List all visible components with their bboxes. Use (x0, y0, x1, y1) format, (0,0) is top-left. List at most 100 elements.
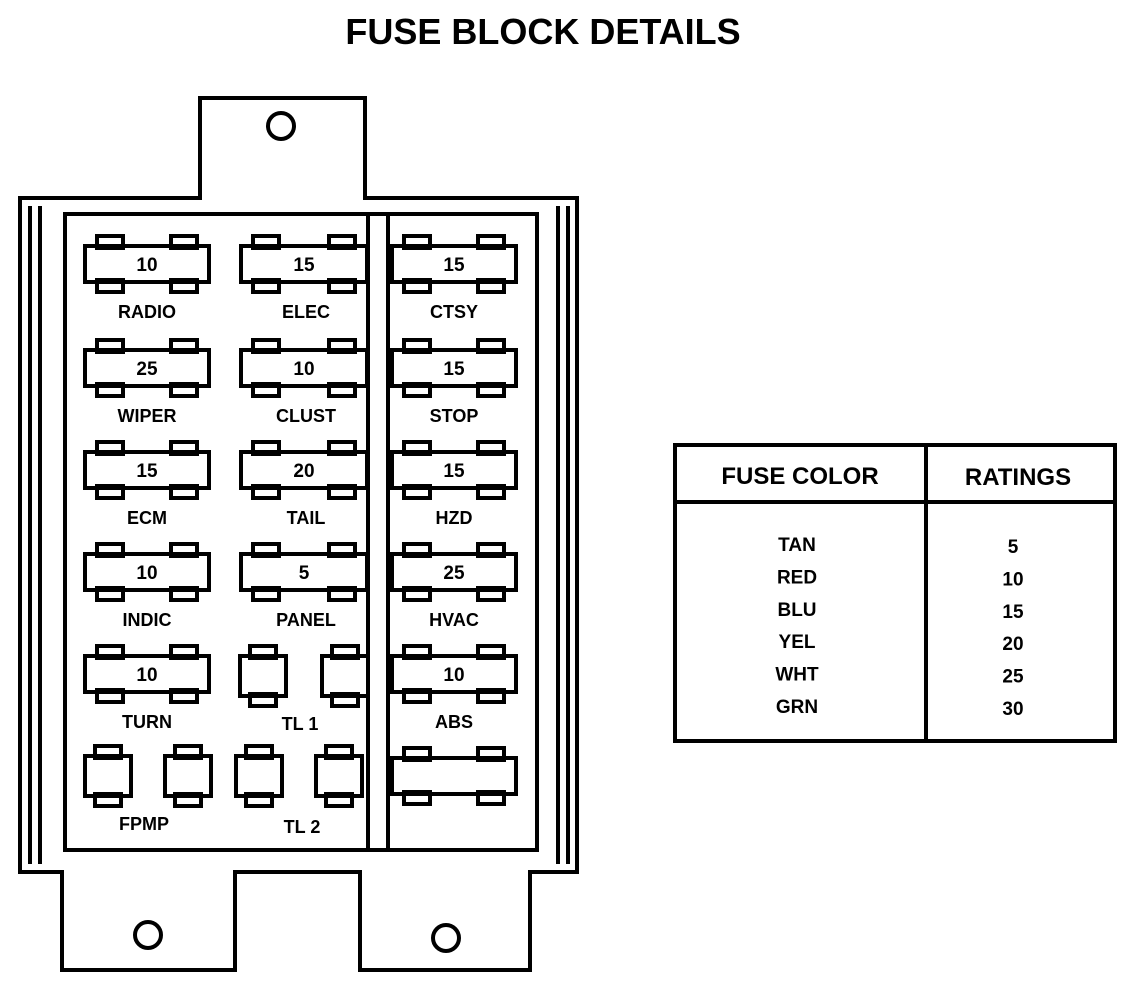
fuse-rating: 5 (299, 563, 310, 584)
fuse-body (390, 348, 518, 388)
page-title: FUSE BLOCK DETAILS (345, 11, 740, 52)
mounting-hole-top (266, 111, 296, 141)
fuse-label: INDIC (123, 610, 172, 630)
fuse-label: HVAC (429, 610, 479, 630)
fuse-block-housing (18, 96, 579, 972)
fuse-body (239, 348, 369, 388)
mounting-hole-bottom-right (431, 923, 461, 953)
rating-cell: 30 (1002, 699, 1023, 720)
fuse-label: RADIO (118, 302, 176, 322)
relay-sockets: TL 1 TL 2 FPMP (83, 644, 518, 837)
rating-cell: 5 (1008, 537, 1019, 558)
fuse-label: ABS (435, 712, 473, 732)
rating-cell: 10 (1002, 569, 1023, 590)
fuse-color-cell: WHT (775, 665, 819, 686)
fuse-body (239, 552, 369, 592)
fuse-body (83, 654, 211, 694)
fuse-rating: 10 (293, 359, 314, 380)
fuse-body (239, 244, 369, 284)
fuse-label: TAIL (287, 508, 326, 528)
relay-fpmp: FPMP (83, 744, 213, 834)
relay-label: FPMP (119, 814, 169, 834)
fuse-rating: 15 (443, 461, 465, 482)
relay-body (83, 754, 133, 798)
fuse-body (83, 552, 211, 592)
relay-label: TL 1 (282, 714, 319, 734)
table-border (673, 443, 1117, 743)
fuse-label: ECM (127, 508, 167, 528)
relay-body (234, 754, 284, 798)
fuse-body (83, 244, 211, 284)
relay-body (238, 654, 288, 698)
fuse-label: TURN (122, 712, 172, 732)
fuse-label: STOP (430, 406, 479, 426)
relay-tl1: TL 1 (238, 644, 370, 734)
rating-cell: 15 (1002, 602, 1024, 623)
header-ratings: RATINGS (965, 464, 1071, 491)
fuse-rating: 10 (136, 563, 157, 584)
fuse-label: CTSY (430, 302, 478, 322)
fuse-label: CLUST (276, 406, 336, 426)
fuse-rating: 10 (136, 665, 157, 686)
table-row: TAN 5 (778, 535, 1019, 558)
fuse-body (83, 348, 211, 388)
fuse-body (239, 450, 369, 490)
rating-cell: 20 (1002, 634, 1023, 655)
table-row: BLU 15 (777, 600, 1024, 623)
fuse-label: HZD (436, 508, 473, 528)
fuse-rating: 20 (293, 461, 314, 482)
fuse-slot-empty (390, 746, 518, 806)
header-fuse-color: FUSE COLOR (721, 463, 878, 490)
fuse-slots: 10RADIO15ELEC15CTSY25WIPER10CLUST15STOP1… (83, 234, 518, 732)
fuse-rating: 15 (443, 255, 465, 276)
relay-body (314, 754, 364, 798)
table-row: YEL 20 (779, 632, 1024, 655)
fuse-body (390, 756, 518, 796)
fuse-body (390, 654, 518, 694)
fuse-color-cell: BLU (777, 600, 816, 621)
fuse-rating: 15 (136, 461, 158, 482)
fuse-label: WIPER (117, 406, 176, 426)
housing-outline (18, 96, 579, 972)
fuse-rating: 10 (443, 665, 464, 686)
fuse-color-cell: YEL (779, 632, 816, 653)
table-row: WHT 25 (775, 665, 1024, 688)
relay-body (320, 654, 370, 698)
mounting-hole-bottom-left (133, 920, 163, 950)
table-row: RED 10 (777, 567, 1024, 590)
fuse-body (390, 244, 518, 284)
relay-body (163, 754, 213, 798)
fuse-body (390, 450, 518, 490)
rating-cell: 25 (1002, 667, 1024, 688)
fuse-color-cell: RED (777, 567, 817, 588)
fuse-body (83, 450, 211, 490)
fuse-color-cell: TAN (778, 535, 816, 556)
fuse-rating: 10 (136, 255, 157, 276)
relay-tl2: TL 2 (234, 744, 364, 837)
fuse-body (390, 552, 518, 592)
fuse-label: ELEC (282, 302, 330, 322)
fuse-panel (63, 212, 539, 852)
fuse-rating: 25 (443, 563, 465, 584)
relay-label: TL 2 (284, 817, 321, 837)
fuse-label: PANEL (276, 610, 336, 630)
fuse-rating: 25 (136, 359, 158, 380)
